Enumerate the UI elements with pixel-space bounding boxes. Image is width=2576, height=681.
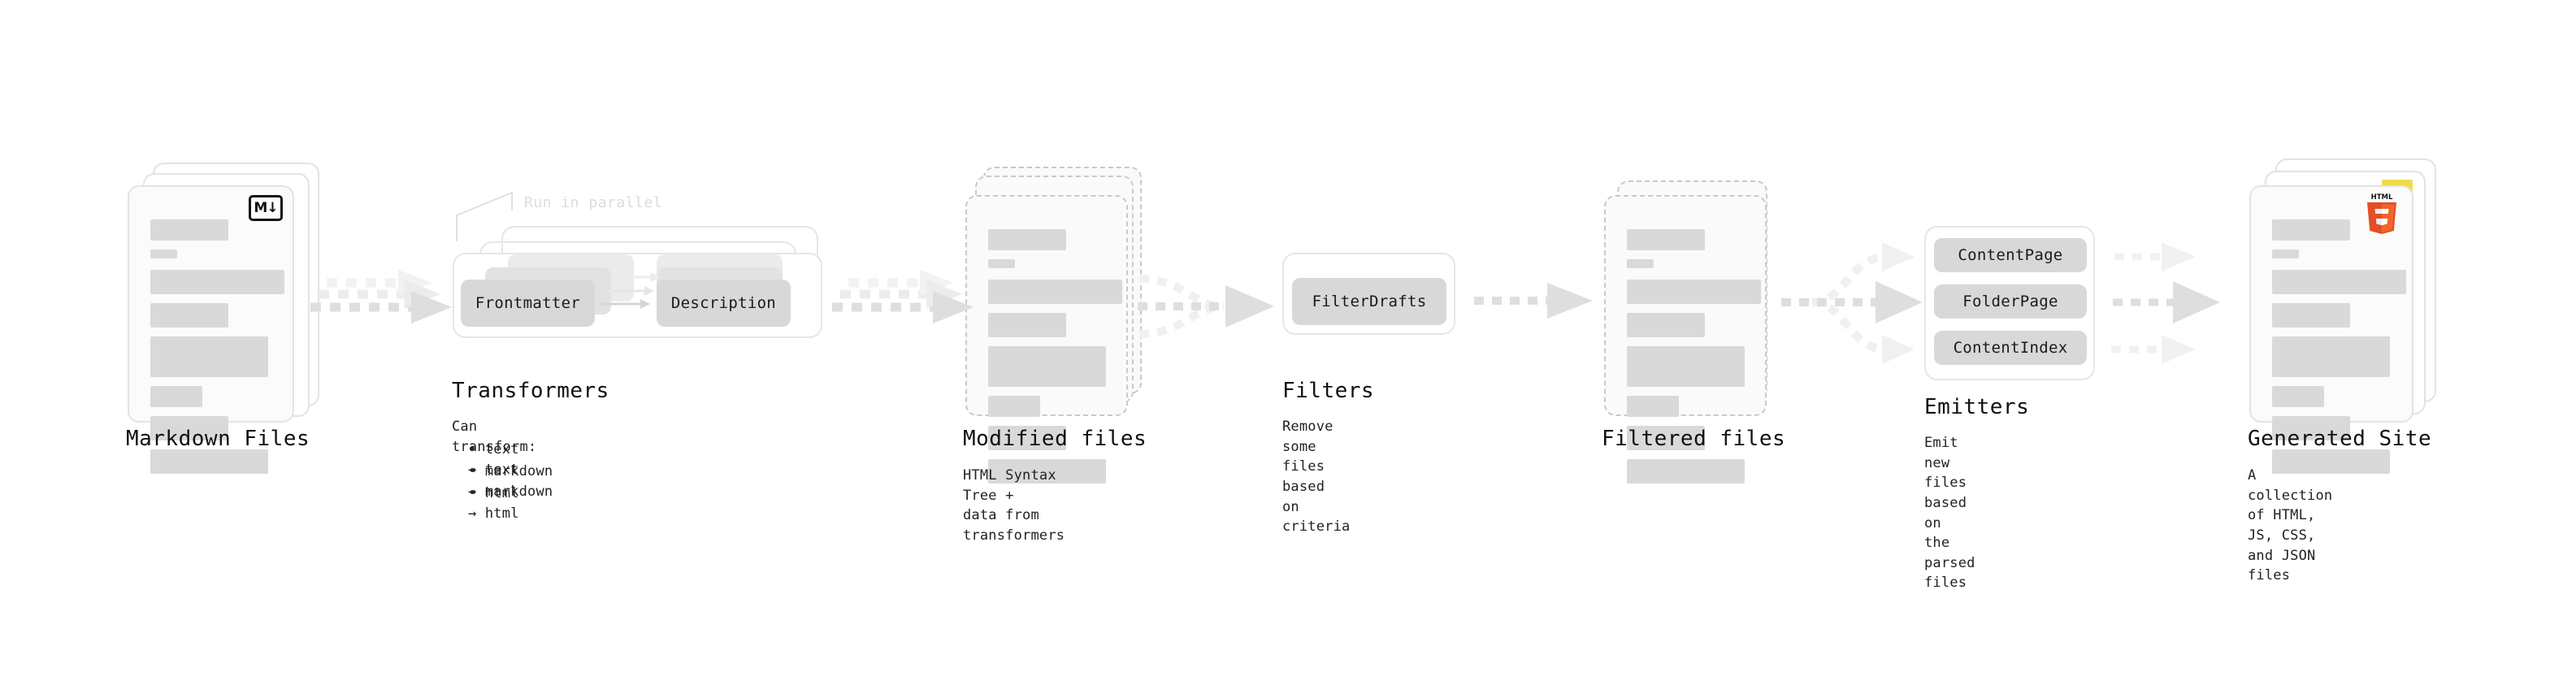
doc-content-line: [2272, 219, 2350, 241]
emitter-node-contentpage-label: ContentPage: [1958, 246, 2063, 264]
filter-node-filterdrafts-label: FilterDrafts: [1312, 293, 1427, 310]
doc-content-line: [2272, 249, 2299, 258]
transformers-bullet-0-label: text → text: [468, 441, 519, 478]
filter-node-filterdrafts[interactable]: FilterDrafts: [1292, 278, 1446, 325]
doc-content-line: [150, 219, 228, 241]
doc-content-line: [1627, 346, 1745, 387]
stage-subtitle-emitters: Emit new files based on the parsed files: [1924, 435, 1975, 592]
doc-content-line: [2272, 449, 2390, 474]
connector-markdown-to-transformers: [310, 270, 452, 323]
connector-transformers-to-modified: [832, 270, 974, 323]
doc-content-line: [2272, 303, 2350, 327]
doc-content-line: [2272, 416, 2350, 440]
doc-content-line: [988, 229, 1066, 250]
doc-content-line: [988, 346, 1106, 387]
doc-content-line: [2272, 270, 2406, 294]
stage-title-transformers: Transformers: [452, 379, 609, 403]
transformers-bullet-1: • markdown → markdown: [468, 463, 553, 500]
doc-content-line: [988, 259, 1015, 268]
html5-badge: HTML: [2363, 192, 2400, 234]
doc-content-line: [988, 280, 1122, 304]
stage-subtitle-transformers: Can transform:: [452, 419, 537, 455]
transformer-inner-arrow: [601, 299, 650, 309]
filtered-doc-front: [1604, 195, 1767, 484]
doc-content-line: [1627, 459, 1745, 484]
emitter-node-contentpage[interactable]: ContentPage: [1934, 238, 2087, 272]
transformer-node-description[interactable]: Description: [657, 280, 791, 327]
emitter-node-contentindex[interactable]: ContentIndex: [1934, 331, 2087, 365]
stage-title-generated-site: Generated Site: [2248, 427, 2432, 451]
transformer-node-frontmatter-label: Frontmatter: [475, 294, 581, 312]
transformer-node-description-label: Description: [670, 294, 777, 312]
doc-content-line: [150, 303, 228, 327]
doc-content-line: [2272, 336, 2390, 377]
transformer-inner-arrow-ghost-2: [614, 272, 661, 282]
connector-filtered-to-emitters: [1781, 242, 1923, 364]
stage-subtitle-modified-files: HTML Syntax Tree + data from transformer…: [963, 467, 1065, 544]
doc-content-line: [150, 386, 202, 407]
emitter-node-folderpage-label: FolderPage: [1962, 293, 2058, 310]
stage-title-filters: Filters: [1282, 379, 1375, 403]
generated-doc-lines: [2272, 219, 2406, 483]
transformers-bullet-1-label: markdown → markdown: [468, 463, 553, 500]
doc-content-line: [988, 459, 1106, 484]
doc-content-line: [1627, 280, 1761, 304]
emitter-node-contentindex-label: ContentIndex: [1953, 339, 2068, 357]
doc-content-line: [1627, 426, 1705, 450]
doc-content-line: [2272, 386, 2324, 407]
doc-content-line: [150, 416, 228, 440]
filtered-doc-lines: [1627, 229, 1761, 492]
doc-content-line: [988, 426, 1066, 450]
doc-content-line: [988, 313, 1066, 337]
markdown-doc-lines: [150, 219, 284, 483]
stage-subtitle-filters: Remove some files based on criteria: [1282, 419, 1351, 536]
doc-content-line: [1627, 259, 1654, 268]
doc-content-line: [150, 336, 268, 377]
doc-content-line: [150, 249, 177, 258]
doc-content-line: [988, 396, 1040, 417]
stage-title-filtered-files: Filtered files: [1602, 427, 1786, 451]
svg-text:HTML: HTML: [2371, 193, 2393, 202]
stage-title-emitters: Emitters: [1924, 395, 2030, 419]
run-in-parallel-note: Run in parallel: [524, 194, 663, 211]
transformers-bullet-0: • text → text: [468, 441, 519, 478]
transformers-bullet-2-label: html → html: [468, 485, 519, 522]
markdown-badge: M↓: [249, 195, 283, 221]
stage-subtitle-generated-site: A collection of HTML, JS, CSS, and JSON …: [2248, 467, 2333, 584]
transformers-bullet-2: • html → html: [468, 485, 519, 522]
stage-title-modified-files: Modified files: [963, 427, 1147, 451]
modified-doc-lines: [988, 229, 1122, 492]
doc-content-line: [150, 270, 284, 294]
markdown-badge-label: M↓: [254, 199, 278, 216]
connector-modified-to-filters: [1138, 275, 1274, 338]
transformer-node-frontmatter[interactable]: Frontmatter: [461, 280, 595, 327]
doc-content-line: [1627, 313, 1705, 337]
doc-content-line: [1627, 396, 1679, 417]
connector-filters-to-filtered: [1474, 283, 1593, 319]
run-in-parallel-leader: [456, 191, 513, 241]
doc-content-line: [1627, 229, 1705, 250]
transformer-inner-arrow-ghost-1: [607, 286, 654, 296]
stage-title-markdown-files: Markdown Files: [126, 427, 310, 451]
emitter-node-folderpage[interactable]: FolderPage: [1934, 284, 2087, 319]
markdown-doc-front: M↓: [128, 185, 294, 474]
connector-emitters-to-generated: [2111, 242, 2220, 364]
modified-doc-front: [965, 195, 1128, 484]
doc-content-line: [150, 449, 268, 474]
generated-doc-front: HTML: [2249, 185, 2413, 474]
